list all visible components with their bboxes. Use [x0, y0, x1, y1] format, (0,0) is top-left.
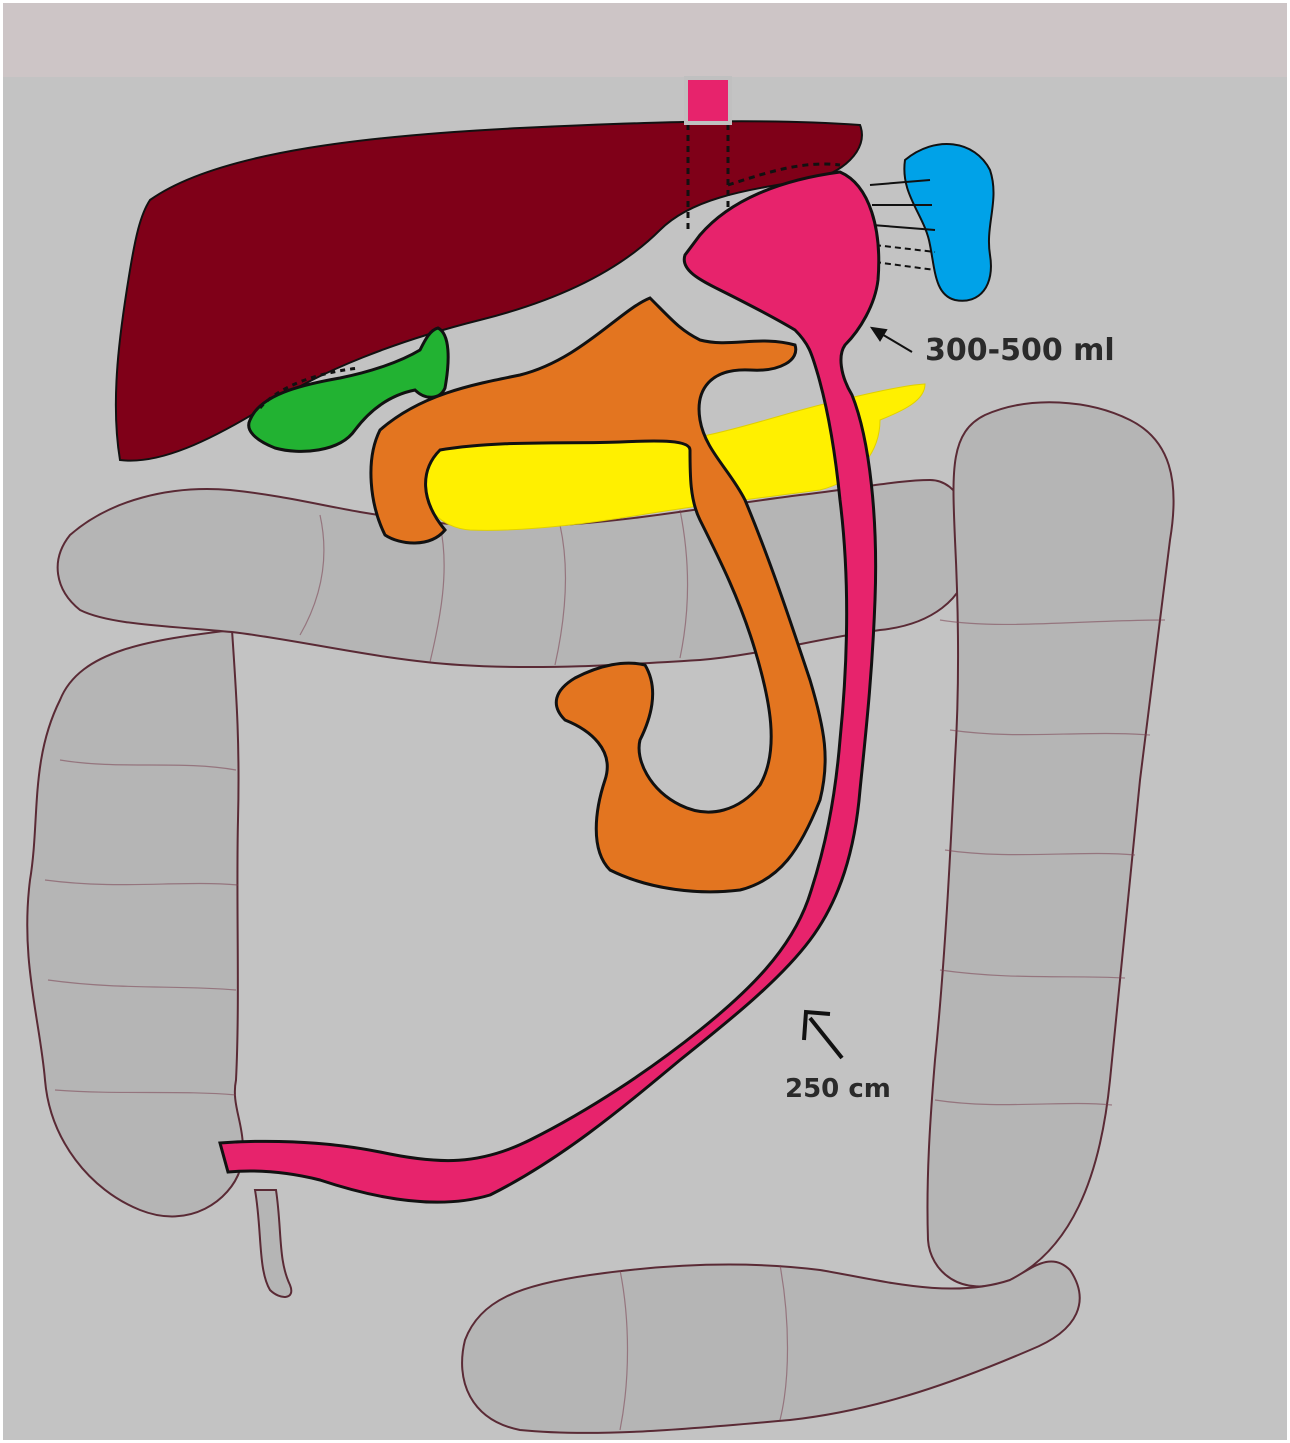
limb-length-label: 250 cm	[785, 1074, 891, 1104]
esophagus	[686, 78, 730, 123]
pouch-volume-label: 300-500 ml	[925, 333, 1115, 368]
top-band	[3, 3, 1287, 77]
ascending-colon	[27, 630, 243, 1216]
